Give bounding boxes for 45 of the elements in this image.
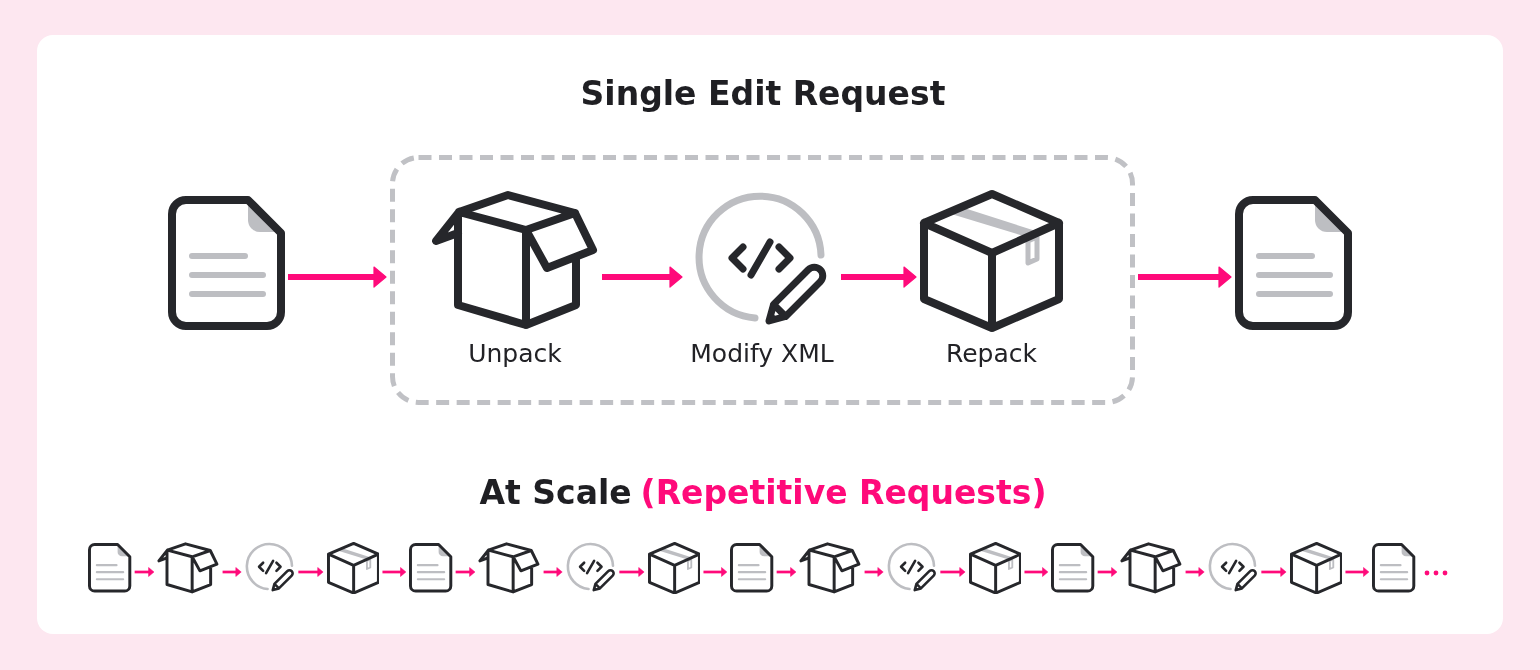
arrow — [222, 567, 242, 577]
arrow — [455, 567, 476, 577]
open-box-icon — [157, 541, 220, 595]
step-label: Repack — [946, 339, 1037, 369]
open-box-icon — [478, 541, 541, 595]
document-icon — [88, 543, 132, 593]
open-box-icon — [1120, 541, 1183, 595]
document-icon — [1372, 543, 1416, 593]
arrow — [298, 567, 324, 577]
step-label: Modify XML — [690, 339, 834, 369]
document-icon — [168, 196, 285, 330]
heading-qualifier: (Repetitive Requests) — [640, 473, 1047, 513]
arrow — [1261, 567, 1287, 577]
document-icon — [409, 543, 453, 593]
document-icon — [1051, 543, 1095, 593]
arrow — [543, 567, 563, 577]
document-icon — [730, 543, 774, 593]
arrow — [288, 266, 387, 288]
taped-box-icon — [1289, 541, 1343, 595]
code-edit-icon — [565, 542, 617, 594]
taped-box-icon — [968, 541, 1022, 595]
arrow — [619, 567, 645, 577]
arrow — [602, 266, 683, 288]
code-edit-icon — [886, 542, 938, 594]
arrow — [1138, 266, 1232, 288]
arrow — [1345, 567, 1370, 577]
document-icon — [1235, 196, 1352, 330]
taped-box-icon — [326, 541, 380, 595]
arrow — [776, 567, 797, 577]
section-heading: At Scale — [479, 473, 632, 513]
arrow — [940, 567, 966, 577]
code-edit-icon — [1207, 542, 1259, 594]
diagram-title: Single Edit Request — [580, 74, 946, 114]
taped-box-icon — [647, 541, 701, 595]
arrow — [1185, 567, 1205, 577]
arrow — [134, 567, 155, 577]
arrow — [864, 567, 884, 577]
code-edit-icon — [244, 542, 296, 594]
open-box-icon — [799, 541, 862, 595]
arrow — [382, 567, 407, 577]
arrow — [703, 567, 728, 577]
arrow — [1097, 567, 1118, 577]
arrow — [841, 266, 917, 288]
arrow — [1024, 567, 1049, 577]
step-label: Unpack — [468, 339, 562, 369]
